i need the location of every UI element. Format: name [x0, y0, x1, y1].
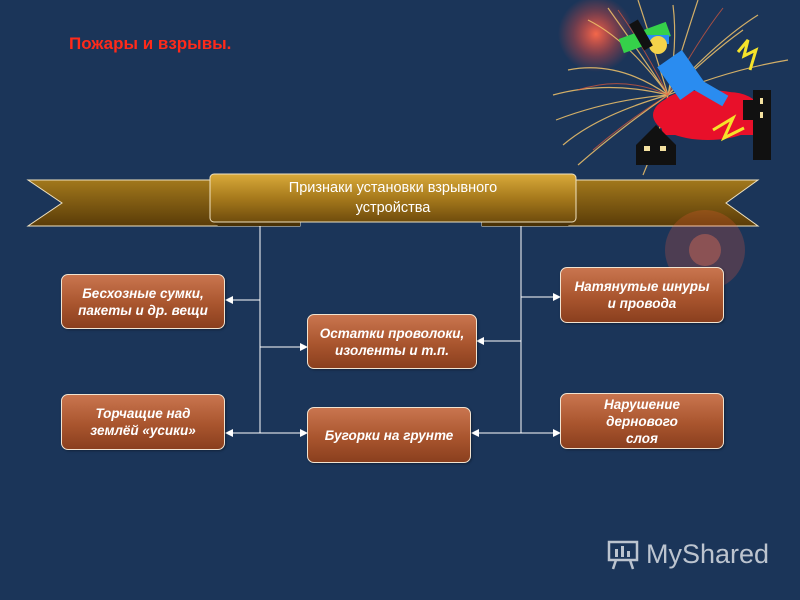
node-unattended-bags: Бесхозные сумки, пакеты и др. вещи — [61, 274, 225, 329]
presentation-board-icon — [607, 540, 639, 570]
node-stretched-cords: Натянутые шнуры и провода — [560, 267, 724, 323]
node-label: Натянутые шнуры и провода — [574, 279, 710, 311]
banner-title: Признаки установки взрывного устройства — [288, 180, 498, 216]
watermark-text: MyShared — [646, 538, 770, 569]
watermark: MyShared — [606, 536, 769, 572]
slide-title: Пожары и взрывы. — [69, 34, 232, 53]
node-turf-disturbance: Нарушение дернового слоя — [560, 393, 724, 449]
banner-ribbon — [26, 173, 760, 227]
node-ground-mounds: Бугорки на грунте — [307, 407, 471, 463]
node-label: Торчащие над землёй «усики» — [90, 406, 196, 438]
node-label: Бесхозные сумки, пакеты и др. вещи — [78, 285, 208, 318]
node-label: Нарушение дернового слоя — [603, 396, 681, 446]
node-label: Бугорки на грунте — [324, 427, 454, 443]
node-wire-remains: Остатки проволоки, изоленты и т.п. — [307, 314, 477, 369]
node-label: Остатки проволоки, изоленты и т.п. — [319, 325, 465, 358]
node-ground-antennas: Торчащие над землёй «усики» — [61, 394, 225, 450]
explosion-figure-icon — [552, 0, 789, 176]
connector-lines — [225, 226, 561, 437]
